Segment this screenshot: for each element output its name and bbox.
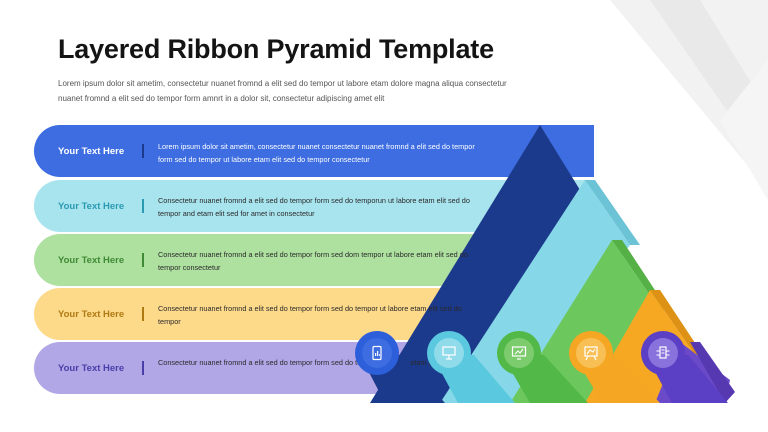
mobile-chart-icon — [362, 338, 392, 368]
row-5-label: Your Text Here — [58, 363, 125, 374]
row-4-text: Consectetur nuanet fromnd a elit sed do … — [158, 304, 462, 326]
row-2-label: Your Text Here — [58, 201, 125, 212]
presentation-icon — [434, 338, 464, 368]
badge-4 — [569, 331, 613, 375]
board-chart-icon — [576, 338, 606, 368]
row-3-label: Your Text Here — [58, 255, 125, 266]
row-4-label: Your Text Here — [58, 309, 125, 320]
row-5-divider — [142, 361, 144, 375]
page-title: Layered Ribbon Pyramid Template — [58, 34, 494, 64]
row-1-divider — [142, 144, 144, 158]
row-4-divider — [142, 307, 144, 321]
row-2-divider — [142, 199, 144, 213]
row-5-text: Consectetur nuanet fromnd a elit sed do … — [158, 358, 438, 367]
ribbon-1 — [34, 125, 594, 177]
row-1-label: Your Text Here — [58, 146, 125, 157]
network-server-icon — [648, 338, 678, 368]
row-3-text: Consectetur nuanet fromnd a elit sed do … — [158, 250, 468, 272]
row-1-text: Lorem ipsum dolor sit ametim, consectetu… — [158, 142, 475, 164]
badge-1 — [355, 331, 399, 375]
row-3-divider — [142, 253, 144, 267]
badge-2 — [427, 331, 471, 375]
row-2-text: Consectetur nuanet fromnd a elit sed do … — [158, 196, 470, 218]
badge-5 — [641, 331, 685, 375]
page-subtitle: Lorem ipsum dolor sit ametim, consectetu… — [58, 79, 507, 103]
monitor-chart-icon — [504, 338, 534, 368]
badge-3 — [497, 331, 541, 375]
